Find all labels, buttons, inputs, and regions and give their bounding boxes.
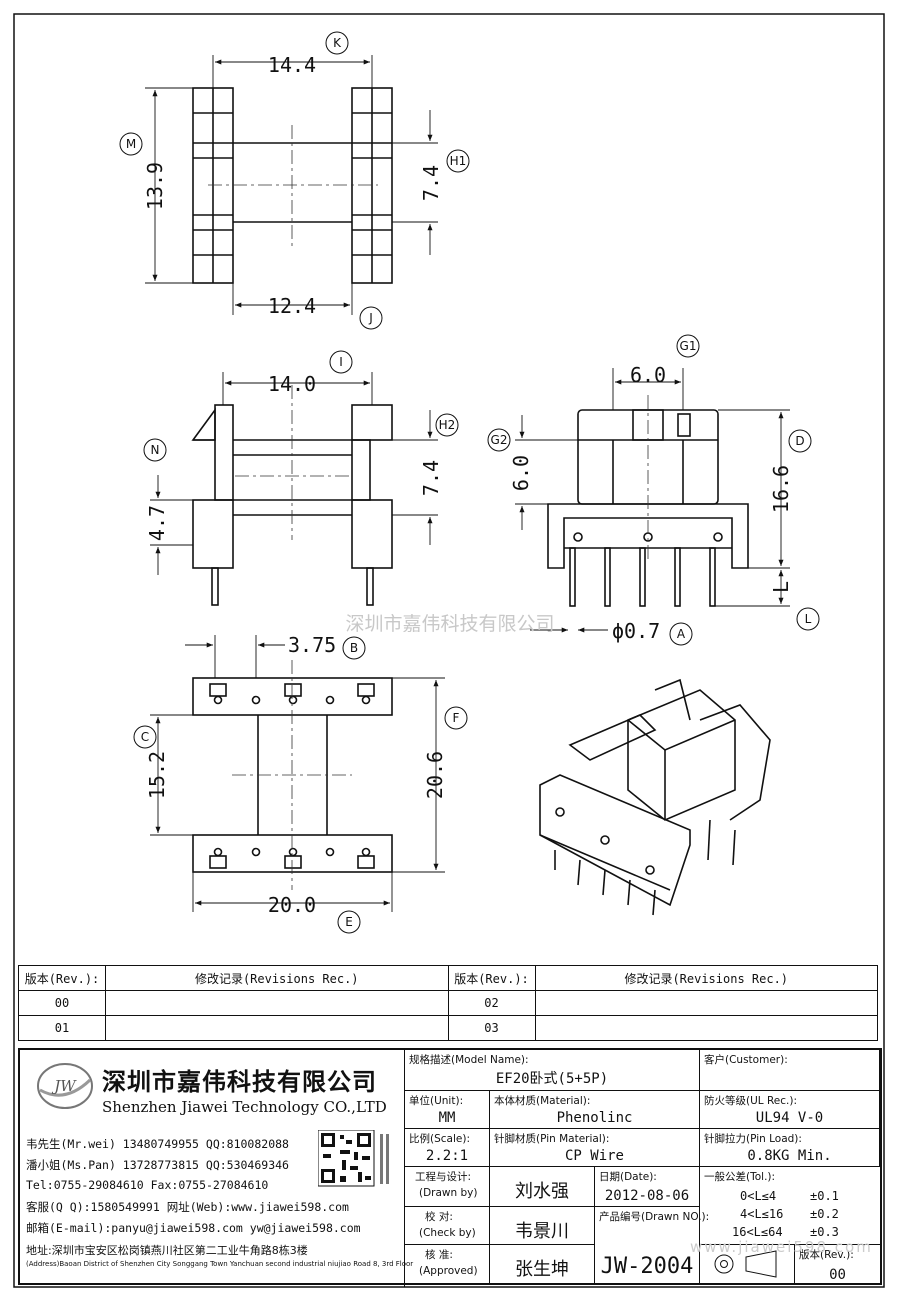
drawing-number-cell: 产品编号(Drawn NO.): JW-2004 (595, 1207, 709, 1285)
dimension-lines (145, 55, 790, 912)
dim-7-4-front: 7.4 (419, 460, 443, 496)
projection-symbol-cell (700, 1245, 795, 1285)
tag-H1: H1 (450, 154, 467, 168)
dim-6-0-top: 6.0 (630, 363, 666, 387)
tag-A: A (677, 627, 686, 641)
address-en: (Address)Baoan District of Shenzhen City… (26, 1260, 414, 1268)
rev-01: 01 (18, 1015, 106, 1041)
rec-02 (534, 990, 878, 1016)
dim-13-9: 13.9 (143, 162, 167, 210)
isometric-view (539, 678, 771, 916)
drawn-by-cell: 刘水强 (490, 1167, 595, 1207)
contact-tel: Tel:0755-29084610 Fax:0755-27084610 (26, 1178, 269, 1192)
ul-cell: 防火等级(UL Rec.): UL94 V-0 (700, 1091, 880, 1129)
address-cn: 地址:深圳市宝安区松岗镇燕川社区第二工业牛角路8栋3楼 (26, 1244, 308, 1257)
rec-03 (534, 1015, 878, 1041)
drawn-by-label-cell: 工程与设计: (Drawn by) (405, 1167, 490, 1207)
rev-cell: 版本(Rev.): 00 (799, 1249, 854, 1283)
approve-label-cell: 核 准: (Approved) (405, 1245, 490, 1285)
tag-H2: H2 (439, 418, 456, 432)
drawing-number: JW-2004 (600, 1254, 694, 1279)
revision-table: 版本(Rev.): 修改记录(Revisions Rec.) 版本(Rev.):… (18, 965, 878, 1041)
tag-G1: G1 (680, 339, 697, 353)
title-block: JW 深圳市嘉伟科技有限公司 Shenzhen Jiawei Technolog… (18, 1048, 882, 1287)
scale-cell: 比例(Scale): 2.2:1 (405, 1129, 490, 1167)
tag-C: C (141, 730, 149, 744)
front-view (191, 404, 393, 606)
unit-cell: 单位(Unit): MM (405, 1091, 490, 1129)
approve-by-cell: 张生坤 (490, 1245, 595, 1285)
rec-header-2: 修改记录(Revisions Rec.) (534, 965, 878, 991)
tag-D: D (795, 434, 804, 448)
rec-00 (105, 990, 449, 1016)
rev-00: 00 (18, 990, 106, 1016)
dim-6-0-side: 6.0 (509, 455, 533, 491)
tag-M: M (126, 137, 136, 151)
company-logo: JW (37, 1063, 93, 1109)
dim-14-0: 14.0 (268, 372, 316, 396)
contact-web: 客服(Q Q):1580549991 网址(Web):www.jiawei598… (26, 1200, 349, 1214)
contact-email: 邮箱(E-mail):panyu@jiawei598.com yw@jiawei… (26, 1221, 361, 1235)
check-label-cell: 校 对: (Check by) (405, 1207, 490, 1245)
dim-20-0: 20.0 (268, 893, 316, 917)
model-cell: 规格描述(Model Name): EF20卧式(5+5P) (405, 1050, 700, 1091)
dim-L: L (769, 581, 793, 593)
tag-K: K (333, 36, 342, 50)
tag-F: F (453, 711, 460, 725)
rev-header: 版本(Rev.): (18, 965, 106, 991)
watermark: 深圳市嘉伟科技有限公司 (345, 613, 554, 635)
sheet-border (13, 13, 885, 1288)
rec-01 (105, 1015, 449, 1041)
rec-header: 修改记录(Revisions Rec.) (105, 965, 449, 991)
pin-material-cell: 针脚材质(Pin Material): CP Wire (490, 1129, 700, 1167)
customer-cell: 客户(Customer): (700, 1050, 880, 1091)
rev-header-2: 版本(Rev.): (447, 965, 536, 991)
qr-code (318, 1130, 389, 1187)
dim-12-4: 12.4 (268, 294, 316, 318)
tag-B: B (350, 641, 358, 655)
rev-03: 03 (447, 1015, 536, 1041)
dim-phi-0-7: ϕ0.7 (612, 619, 660, 643)
tag-E: E (345, 915, 353, 929)
date-cell: 日期(Date): 2012-08-06 (595, 1167, 700, 1207)
rev-02: 02 (447, 990, 536, 1016)
tag-G2: G2 (491, 433, 508, 447)
dim-3-75: 3.75 (288, 633, 336, 657)
company-name-en: Shenzhen Jiawei Technology CO.,LTD (102, 1098, 387, 1116)
company-info: JW 深圳市嘉伟科技有限公司 Shenzhen Jiawei Technolog… (20, 1050, 413, 1287)
dim-4-7: 4.7 (145, 505, 169, 541)
dim-14-4: 14.4 (268, 53, 316, 77)
model-value: EF20卧式(5+5P) (495, 1071, 609, 1087)
dim-16-6: 16.6 (769, 465, 793, 513)
pin-load-cell: 针脚拉力(Pin Load): 0.8KG Min. (700, 1129, 880, 1167)
contact-wei: 韦先生(Mr.wei) 13480749955 QQ:810082088 (26, 1137, 289, 1151)
watermark-bottom: www.jiawei598.com (690, 1238, 873, 1256)
check-by-cell: 韦景川 (490, 1207, 595, 1245)
dim-15-2: 15.2 (145, 751, 169, 799)
circle-tags (119, 31, 820, 934)
contact-pan: 潘小姐(Ms.Pan) 13728773815 QQ:530469346 (26, 1158, 289, 1172)
tag-J: J (368, 311, 373, 325)
tag-L: L (805, 612, 812, 626)
centerlines (208, 125, 649, 890)
tag-I: I (339, 355, 343, 369)
top-view (192, 87, 393, 284)
material-cell: 本体材质(Material): Phenolinc (490, 1091, 700, 1129)
tag-N: N (151, 443, 160, 457)
projection-symbol-icon (714, 1250, 777, 1278)
svg-text:JW: JW (51, 1077, 77, 1095)
company-name-cn: 深圳市嘉伟科技有限公司 (102, 1068, 377, 1096)
tolerance-cell: 一般公差(Tol.): 0<L≤4 ±0.1 4<L≤16 ±0.2 16<L≤… (700, 1167, 880, 1245)
dim-7-4-top: 7.4 (419, 165, 443, 201)
dim-20-6: 20.6 (423, 751, 447, 799)
